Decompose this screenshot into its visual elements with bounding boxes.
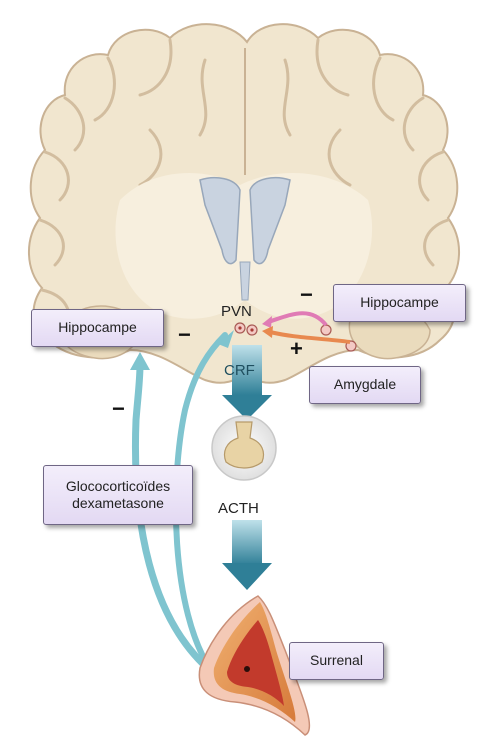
- inhibit-sign-right: −: [300, 282, 313, 308]
- amygdale-text: Amygdale: [334, 376, 396, 394]
- hippocampe-right-text: Hippocampe: [360, 294, 439, 312]
- surrenal-text: Surrenal: [310, 652, 363, 670]
- crf-label: CRF: [224, 362, 255, 379]
- surrenal-label: Surrenal: [289, 642, 384, 680]
- excite-sign: +: [290, 336, 303, 362]
- inhibit-sign-left: −: [178, 322, 191, 348]
- glucocorticoides-label: Glococorticoïdes dexametasone: [43, 465, 193, 525]
- pituitary-gland: [212, 416, 276, 480]
- hippocampe-left-text: Hippocampe: [58, 319, 137, 337]
- glucocorticoides-text-line1: Glococorticoïdes: [66, 478, 170, 496]
- acth-descending-arrow: [222, 520, 272, 590]
- pvn-label: PVN: [221, 303, 252, 320]
- glucocorticoides-text-line2: dexametasone: [72, 495, 164, 513]
- hippocampe-right-label: Hippocampe: [333, 284, 466, 322]
- inhibit-sign-lower: −: [112, 396, 125, 422]
- amygdale-label: Amygdale: [309, 366, 421, 404]
- hippocampe-left-label: Hippocampe: [31, 309, 164, 347]
- acth-label: ACTH: [218, 500, 259, 517]
